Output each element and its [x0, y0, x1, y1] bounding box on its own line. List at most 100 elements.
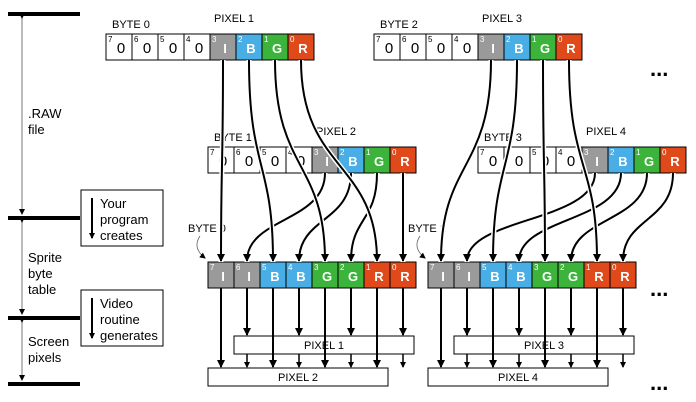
bit-number: 4 [558, 148, 563, 157]
bit-number: 3 [584, 148, 589, 157]
bit-number: 6 [236, 263, 241, 272]
bit-cell [233, 261, 261, 289]
bit-number: 1 [586, 263, 591, 272]
connector-halo [244, 172, 328, 263]
bit-connector [274, 59, 329, 262]
bit-value: I [441, 269, 445, 284]
bit-connector [567, 172, 648, 262]
bit-number: 7 [108, 35, 113, 44]
ellipsis-screen: ... [650, 370, 668, 395]
bit-value: R [566, 41, 576, 56]
bit-value: 0 [411, 40, 419, 57]
bit-number: 3 [534, 263, 539, 272]
bit-cell [261, 33, 289, 61]
raw-pixel-label: PIXEL 2 [316, 126, 356, 138]
bit-number: 2 [340, 148, 345, 157]
bit-number: 0 [558, 35, 563, 44]
video-generates-box: Video routine generates [80, 289, 164, 347]
svg-text:Your program creat: Your program creates [100, 196, 152, 243]
bit-number: 7 [480, 148, 485, 157]
bit-number: 1 [636, 148, 641, 157]
bit-number: 0 [612, 263, 617, 272]
bit-cell [425, 33, 453, 61]
bit-number: 1 [264, 35, 269, 44]
bit-connector [619, 172, 674, 262]
bit-number: 7 [430, 263, 435, 272]
bit-value: 0 [437, 40, 445, 57]
bit-value: B [348, 154, 357, 169]
bit-number: 3 [314, 148, 319, 157]
bit-value: B [514, 41, 523, 56]
bit-value: I [595, 154, 599, 169]
bit-number: 5 [428, 35, 433, 44]
bit-cell [183, 33, 211, 61]
bit-number: 1 [366, 148, 371, 157]
bit-value: I [247, 269, 251, 284]
bit-cell [451, 33, 479, 61]
ellipsis-raw: ... [650, 56, 668, 81]
bit-number: 6 [402, 35, 407, 44]
bit-value: I [491, 41, 495, 56]
bit-cell [477, 146, 505, 174]
bit-value: 0 [195, 40, 203, 57]
bit-value: 0 [143, 40, 151, 57]
screen-pixel-box [427, 367, 609, 387]
bit-number: 6 [134, 35, 139, 44]
bit-number: 2 [238, 35, 243, 44]
bit-number: 6 [456, 263, 461, 272]
bit-number: 4 [186, 35, 191, 44]
bit-value: G [644, 154, 654, 169]
connector-halo [620, 172, 676, 263]
raw-byte-label: BYTE 0 [112, 19, 150, 31]
bit-value: R [374, 269, 384, 284]
program-creates-box: Your program creates [80, 189, 164, 247]
bit-value: G [322, 269, 332, 284]
bit-value: I [325, 154, 329, 169]
raw-byte-label: BYTE 3 [484, 132, 522, 144]
bit-number: 0 [392, 148, 397, 157]
bit-value: R [620, 269, 630, 284]
bit-number: 4 [508, 263, 513, 272]
bit-value: 0 [463, 40, 471, 57]
bit-number: 2 [610, 148, 615, 157]
bit-cell [287, 33, 315, 61]
screen-pixels-label: Screen pixels [28, 334, 73, 365]
bit-value: R [298, 41, 308, 56]
bit-value: 0 [245, 153, 253, 170]
bit-connector [217, 59, 226, 262]
bit-connector [295, 172, 352, 262]
bit-number: 7 [210, 263, 215, 272]
bit-cell [479, 261, 507, 289]
bit-value: R [670, 154, 680, 169]
bit-number: 1 [532, 35, 537, 44]
bit-value: R [400, 154, 410, 169]
bit-connector [568, 59, 601, 262]
bit-cell [373, 33, 401, 61]
bit-number: 4 [454, 35, 459, 44]
bit-number: 2 [560, 263, 565, 272]
bit-value: G [568, 269, 578, 284]
bit-value: I [467, 269, 471, 284]
bit-value: B [516, 269, 525, 284]
bit-number: 5 [532, 148, 537, 157]
bit-value: B [490, 269, 499, 284]
bit-cell [131, 33, 159, 61]
raw-byte-label: BYTE 2 [380, 19, 418, 31]
bit-value: 0 [169, 40, 177, 57]
bit-cell [389, 261, 417, 289]
bit-value: 0 [489, 153, 497, 170]
bit-connector [248, 59, 277, 262]
bit-cell [609, 261, 637, 289]
bit-number: 0 [392, 263, 397, 272]
screen-pixel-box [207, 367, 389, 387]
bit-number: 7 [210, 148, 215, 157]
bit-value: B [246, 41, 255, 56]
bit-cell [337, 261, 365, 289]
bit-value: G [374, 154, 384, 169]
bit-number: 5 [262, 148, 267, 157]
bit-connector [515, 172, 622, 262]
